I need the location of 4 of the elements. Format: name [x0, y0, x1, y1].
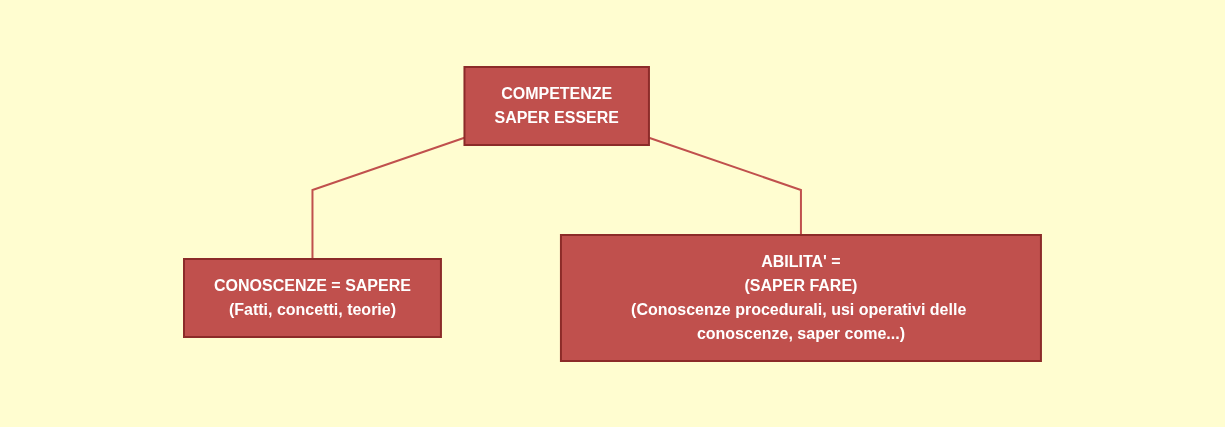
node-box: ABILITA' = (SAPER FARE) (Conoscenze procedurali, usi operativi delle conoscenze, saper come...) — [559, 233, 1042, 362]
node-box: COMPETENZE SAPER ESSERE — [463, 65, 650, 146]
node-box: CONOSCENZE = SAPERE (Fatti, concetti, teorie) — [183, 257, 442, 338]
connector — [648, 136, 802, 236]
